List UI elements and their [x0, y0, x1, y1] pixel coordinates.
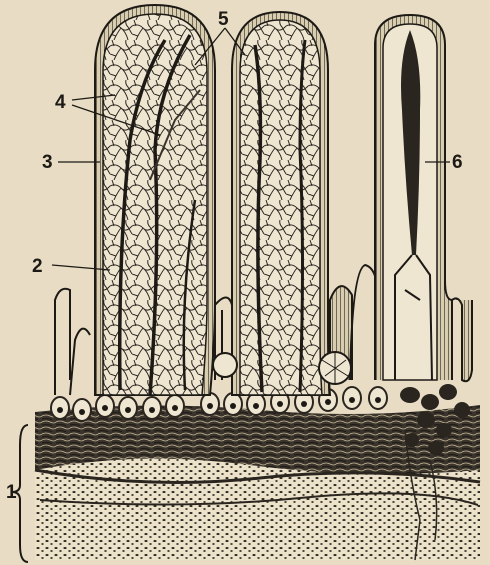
label-1: 1: [6, 483, 17, 502]
label-2: 2: [32, 257, 43, 276]
label-5: 5: [218, 10, 229, 29]
villus-right: [375, 15, 472, 381]
label-4: 4: [55, 93, 66, 112]
label-3: 3: [42, 153, 53, 172]
villus-middle: [232, 12, 330, 395]
label-6: 6: [452, 153, 463, 172]
